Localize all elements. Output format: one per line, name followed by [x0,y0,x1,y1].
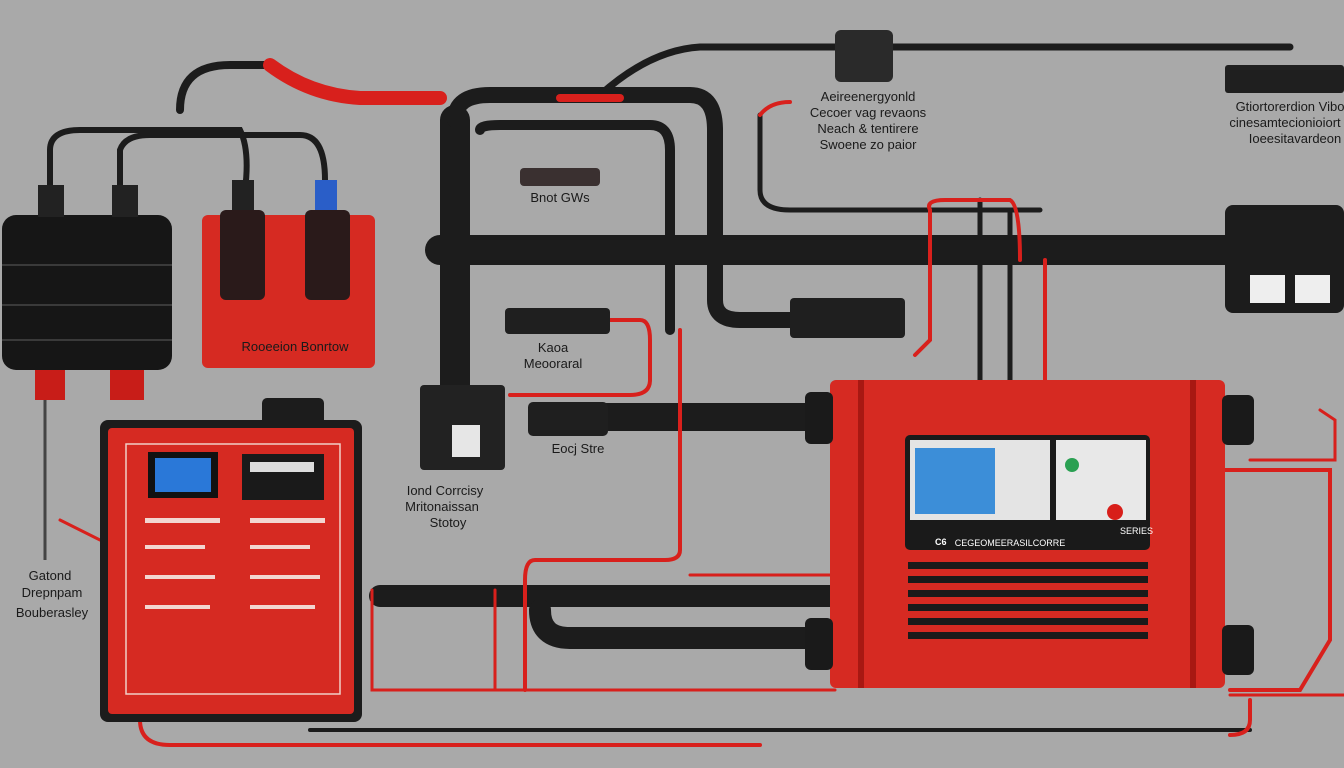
label-iond-1: Iond Corrcisy [407,483,484,498]
inverter-unit: C6 CEGEOMEERASILCORRE SERIES [805,380,1254,688]
strip-text: CEGEOMEERASILCORRE [955,538,1066,548]
label-top-right-3: Ioeesitavardeon [1249,131,1342,146]
label-top-right-1: Gtiortorerdion Vibo [1236,99,1344,114]
label-top-center-1: Aeireenergyonld [821,89,916,104]
label-kaoa-1: Kaoa [538,340,569,355]
label-iond-3: Stotoy [430,515,467,530]
label-top-center-2: Cecoer vag revaons [810,105,927,120]
label-bnot: Bnot GWs [530,190,590,205]
label-iond-2: Mritonaissan [405,499,479,514]
label-left-2: Drepnpam [22,585,83,600]
control-panel [100,398,362,722]
label-top-right-2: cinesamtecionioiort [1229,115,1341,130]
label-left-3: Bouberasley [16,605,89,620]
relay-box-label: Rooeeion Bonrtow [242,339,350,354]
label-eocj: Eocj Stre [552,441,605,456]
red-cables [58,58,1344,747]
label-top-center-4: Swoene zo paior [820,137,918,152]
black-cables [47,43,1294,732]
series-badge: SERIES [1120,526,1153,536]
labels: Aeireenergyonld Cecoer vag revaons Neach… [16,89,1344,620]
junction-box [1225,205,1344,313]
label-kaoa-2: Meooraral [524,356,583,371]
relay-box: Rooeeion Bonrtow [202,180,375,368]
fuse-holder [420,30,1344,470]
battery [2,185,172,560]
label-left-1: Gatond [29,568,72,583]
model-text: C6 [935,537,947,547]
label-top-center-3: Neach & tentirere [817,121,918,136]
